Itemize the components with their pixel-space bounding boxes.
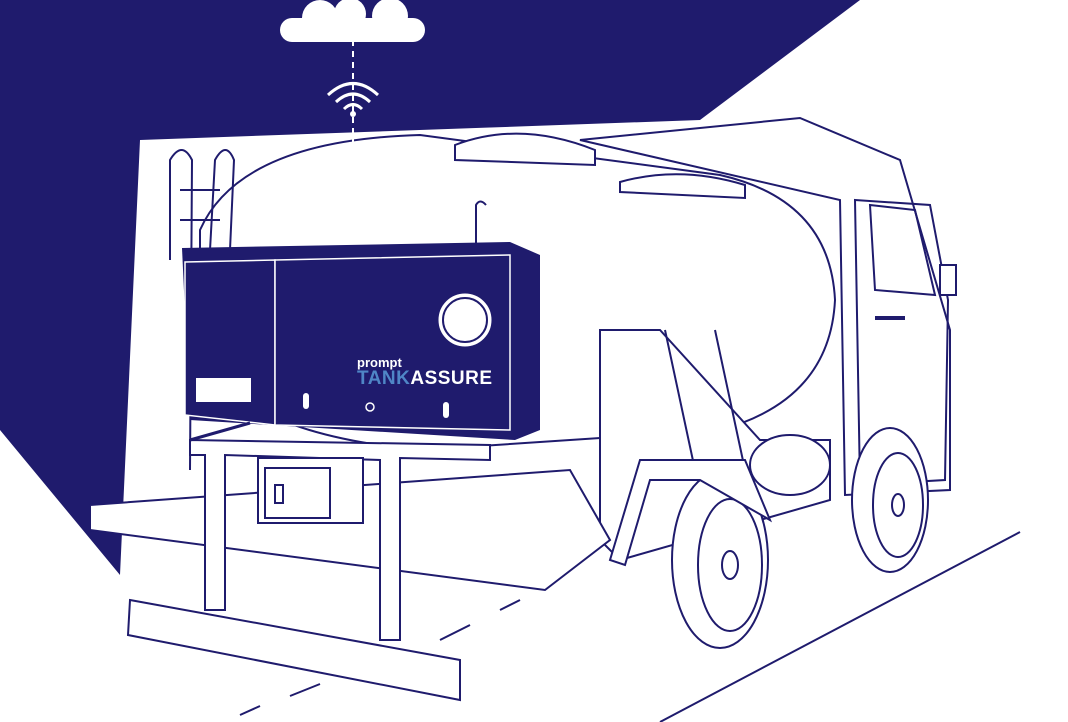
mudguard (608, 459, 773, 567)
logo-tank: TANK (357, 368, 411, 389)
tankassure-device (182, 242, 540, 440)
bumper (126, 598, 461, 702)
background-shape (0, 0, 860, 575)
front-wheel (851, 427, 929, 573)
road-edge (659, 531, 1021, 722)
fuel-tank (749, 434, 831, 496)
cab-door (853, 198, 950, 487)
device-label-plate (196, 378, 251, 402)
device-stand (189, 438, 491, 641)
logo-brand: prompt (357, 355, 402, 370)
cloud-icon (280, 0, 425, 42)
wifi-icon (326, 82, 380, 117)
ladder (169, 149, 236, 471)
truck-cab (579, 116, 951, 497)
tank-hatch-2 (619, 173, 746, 200)
logo-assure: ASSURE (410, 368, 493, 389)
cab-window (868, 203, 937, 297)
tank-hatch-1 (454, 132, 596, 167)
tankassure-logo: prompt TANKASSURE (357, 356, 493, 389)
mirror (939, 264, 957, 296)
